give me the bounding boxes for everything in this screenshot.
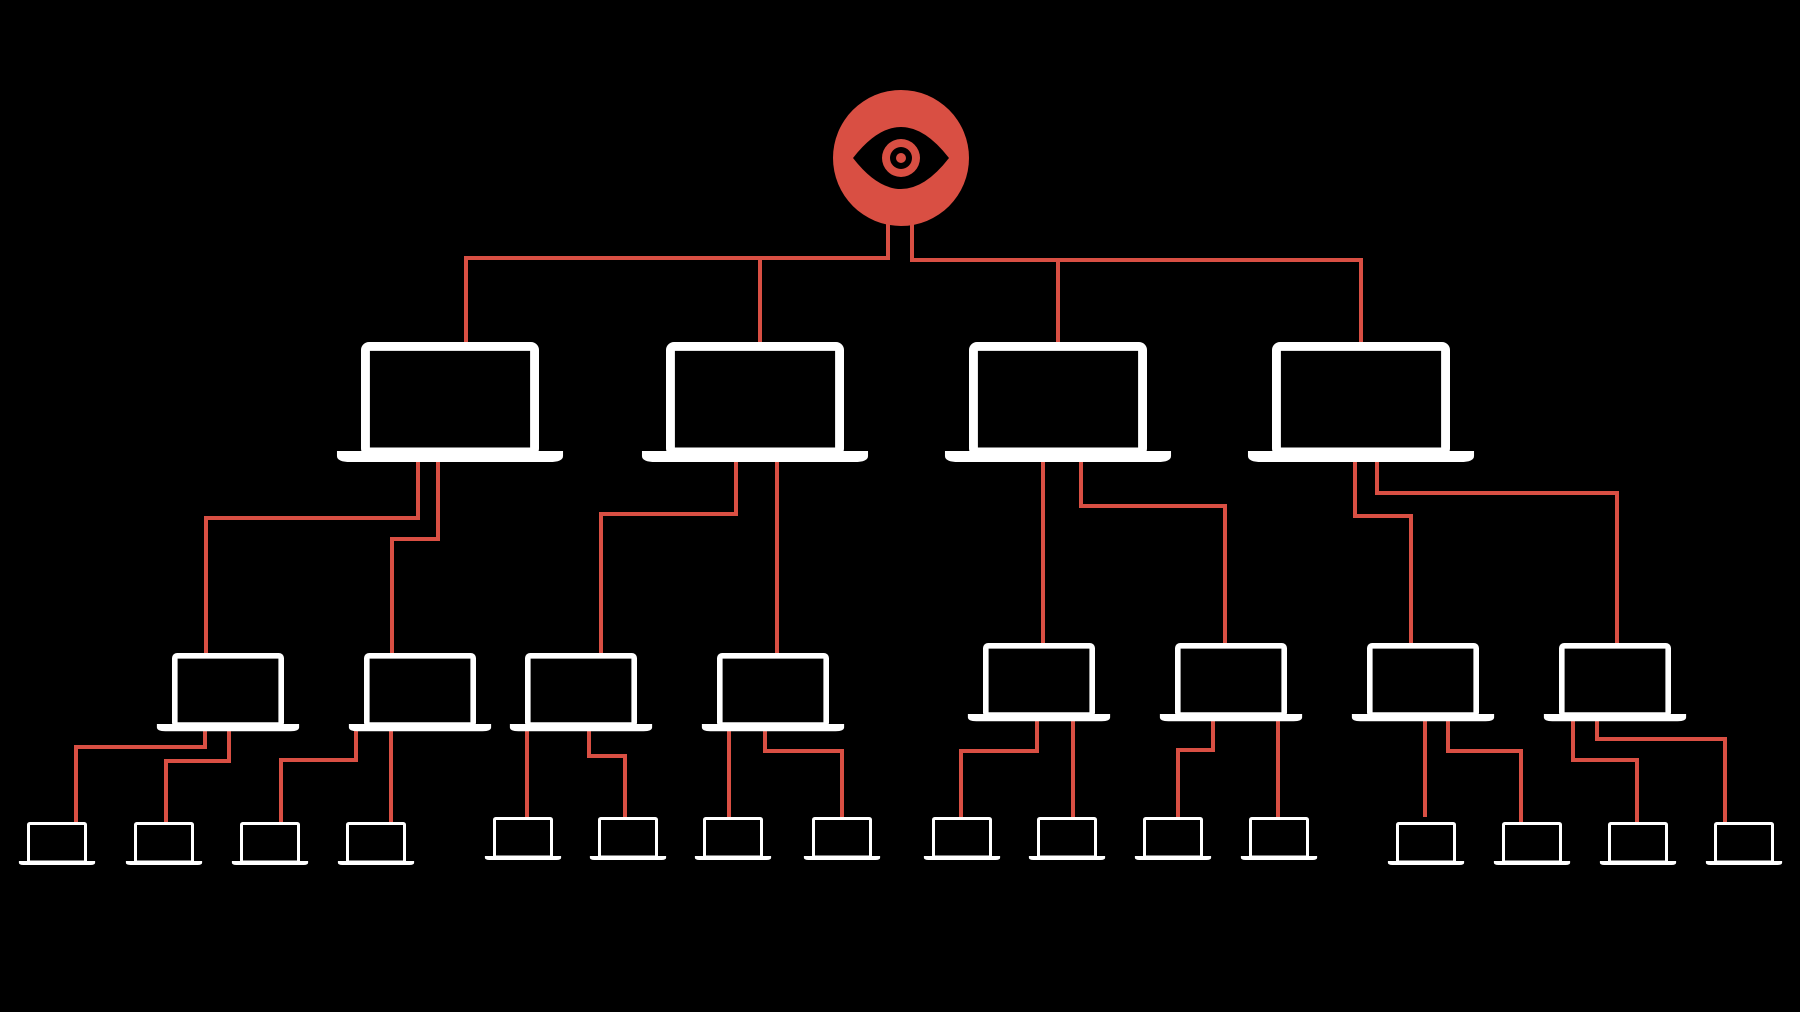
eye-icon <box>853 127 949 189</box>
laptop-base <box>1351 714 1495 722</box>
laptop-icon <box>125 822 203 865</box>
connection-line <box>1176 716 1215 817</box>
laptop-icon <box>1599 822 1677 865</box>
laptop-base <box>509 724 653 732</box>
device-nodes <box>18 342 1783 865</box>
laptop-icon <box>803 817 881 860</box>
laptop-base <box>1543 714 1687 722</box>
connection-line <box>464 224 890 342</box>
laptop-icon <box>944 342 1172 462</box>
laptop-icon <box>231 822 309 865</box>
connection-line <box>279 725 358 822</box>
laptop-base <box>336 451 564 462</box>
laptop-icon <box>484 817 562 860</box>
laptop-base <box>803 856 881 860</box>
laptop-base <box>694 856 772 860</box>
laptop-base <box>967 714 1111 722</box>
laptop-base <box>1493 861 1571 865</box>
laptop-icon <box>701 652 845 732</box>
connection-line <box>1375 462 1619 643</box>
laptop-icon <box>1705 822 1783 865</box>
connection-line <box>1079 462 1227 643</box>
laptop-icon <box>348 652 492 732</box>
laptop-base <box>1240 856 1318 860</box>
connection-line <box>204 462 420 653</box>
connection-line <box>164 725 231 822</box>
connection-line <box>587 725 627 817</box>
connection-line <box>390 462 440 653</box>
laptop-icon <box>589 817 667 860</box>
laptop-icon <box>1247 342 1475 462</box>
laptop-icon <box>509 652 653 732</box>
laptop-base <box>589 856 667 860</box>
laptop-icon <box>336 342 564 462</box>
laptop-icon <box>923 817 1001 860</box>
connection-lines <box>74 224 1727 822</box>
laptop-icon <box>337 822 415 865</box>
laptop-icon <box>18 822 96 865</box>
laptop-base <box>1028 856 1106 860</box>
laptop-base <box>923 856 1001 860</box>
laptop-icon <box>967 642 1111 722</box>
laptop-icon <box>1387 822 1465 865</box>
connection-line <box>1446 716 1523 822</box>
laptop-base <box>1387 861 1465 865</box>
laptop-base <box>1247 451 1475 462</box>
laptop-icon <box>1543 642 1687 722</box>
laptop-icon <box>156 652 300 732</box>
laptop-base <box>641 451 869 462</box>
laptop-base <box>348 724 492 732</box>
connection-line <box>1353 462 1413 643</box>
laptop-icon <box>694 817 772 860</box>
laptop-base <box>944 451 1172 462</box>
laptop-icon <box>1134 817 1212 860</box>
connection-line <box>910 224 1363 342</box>
laptop-icon <box>1240 817 1318 860</box>
laptop-icon <box>1493 822 1571 865</box>
laptop-base <box>1159 714 1303 722</box>
laptop-icon <box>641 342 869 462</box>
laptop-base <box>125 861 203 865</box>
connection-line <box>599 462 738 653</box>
laptop-base <box>1705 861 1783 865</box>
laptop-icon <box>1159 642 1303 722</box>
laptop-base <box>701 724 845 732</box>
laptop-base <box>18 861 96 865</box>
connection-line <box>1595 716 1727 822</box>
connection-line <box>763 725 844 817</box>
connection-line <box>74 725 207 822</box>
laptop-base <box>1134 856 1212 860</box>
connection-line <box>1571 716 1639 822</box>
laptop-base <box>1599 861 1677 865</box>
laptop-icon <box>1351 642 1495 722</box>
laptop-base <box>156 724 300 732</box>
laptop-base <box>337 861 415 865</box>
laptop-icon <box>1028 817 1106 860</box>
laptop-base <box>231 861 309 865</box>
observer-node <box>833 90 969 226</box>
connection-line <box>959 716 1039 817</box>
eye-highlight <box>896 153 906 163</box>
laptop-base <box>484 856 562 860</box>
